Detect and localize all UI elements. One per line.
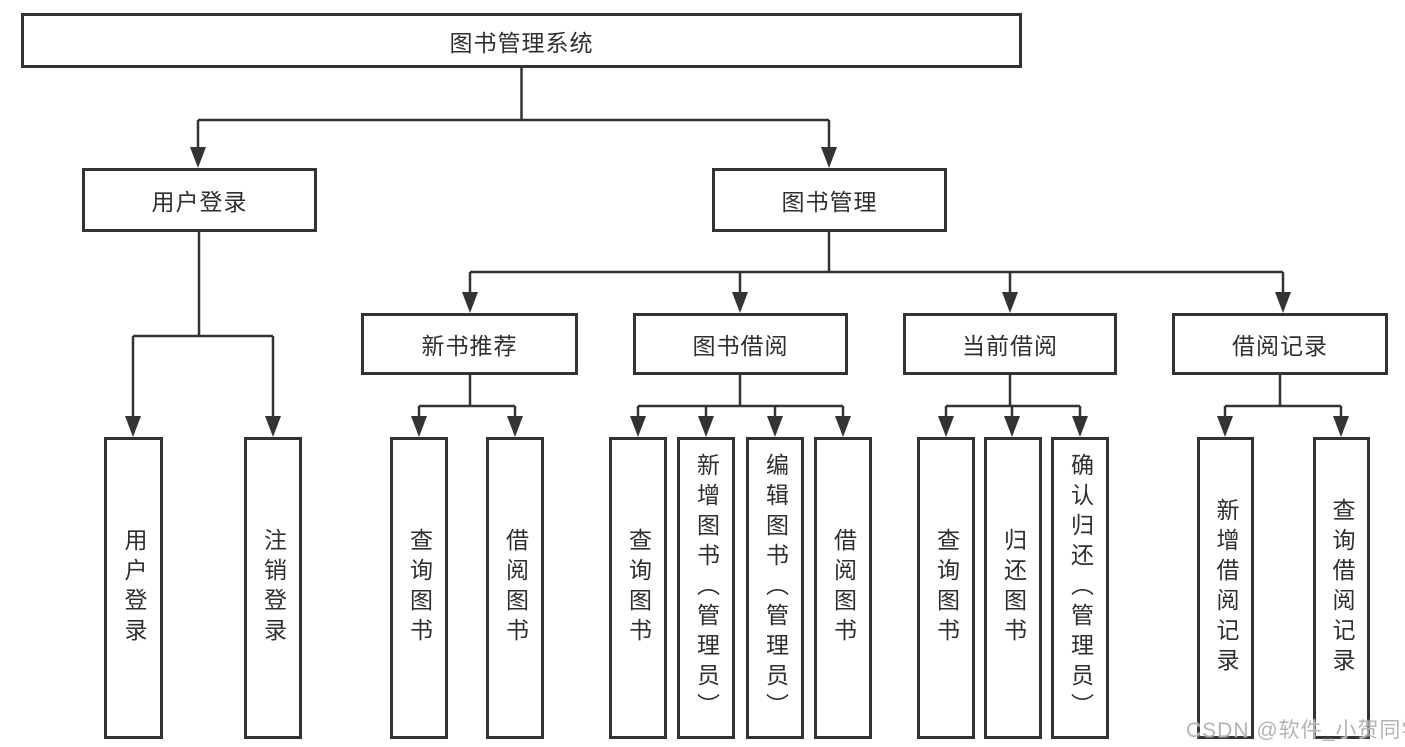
- node-book-borrowing: 图书借阅: [633, 313, 848, 375]
- node-root: 图书管理系统: [21, 13, 1022, 68]
- connector-borrowing-split: [638, 375, 843, 408]
- connector-records-split: [1225, 375, 1341, 408]
- leaf-bb-borrow-books: 借阅图书: [814, 437, 872, 739]
- leaf-user-login: 用户登录: [104, 437, 163, 739]
- connector-root-split: [198, 68, 829, 122]
- leaf-nbr-query-books: 查询图书: [390, 437, 448, 739]
- leaf-logout: 注销登录: [244, 437, 302, 739]
- connector-userlogin-split: [133, 232, 273, 338]
- connector-current-split: [946, 375, 1080, 408]
- leaf-bb-edit-books-admin: 编辑图书（管理员）: [746, 437, 804, 739]
- connector-bookmgmt-split: [470, 232, 1283, 274]
- arrowheads: [125, 147, 1349, 437]
- leaf-bb-add-books-admin: 新增图书（管理员）: [677, 437, 735, 739]
- node-book-management: 图书管理: [712, 168, 947, 232]
- node-current-borrowing: 当前借阅: [903, 313, 1117, 375]
- leaf-br-query-record: 查询借阅记录: [1313, 437, 1370, 739]
- watermark-text: CSDN @软件_小贺同学: [1186, 719, 1405, 742]
- node-borrowing-records: 借阅记录: [1172, 313, 1388, 375]
- connector-newbook-split: [419, 375, 515, 408]
- leaf-cb-query-books: 查询图书: [917, 437, 975, 739]
- leaf-nbr-borrow-books: 借阅图书: [486, 437, 544, 739]
- leaf-bb-query-books: 查询图书: [609, 437, 667, 739]
- node-new-book-recommend: 新书推荐: [361, 313, 578, 375]
- leaf-cb-confirm-return-admin: 确认归还（管理员）: [1051, 437, 1109, 739]
- node-user-login: 用户登录: [82, 168, 317, 232]
- leaf-br-add-record: 新增借阅记录: [1197, 437, 1254, 739]
- leaf-cb-return-books: 归还图书: [984, 437, 1042, 739]
